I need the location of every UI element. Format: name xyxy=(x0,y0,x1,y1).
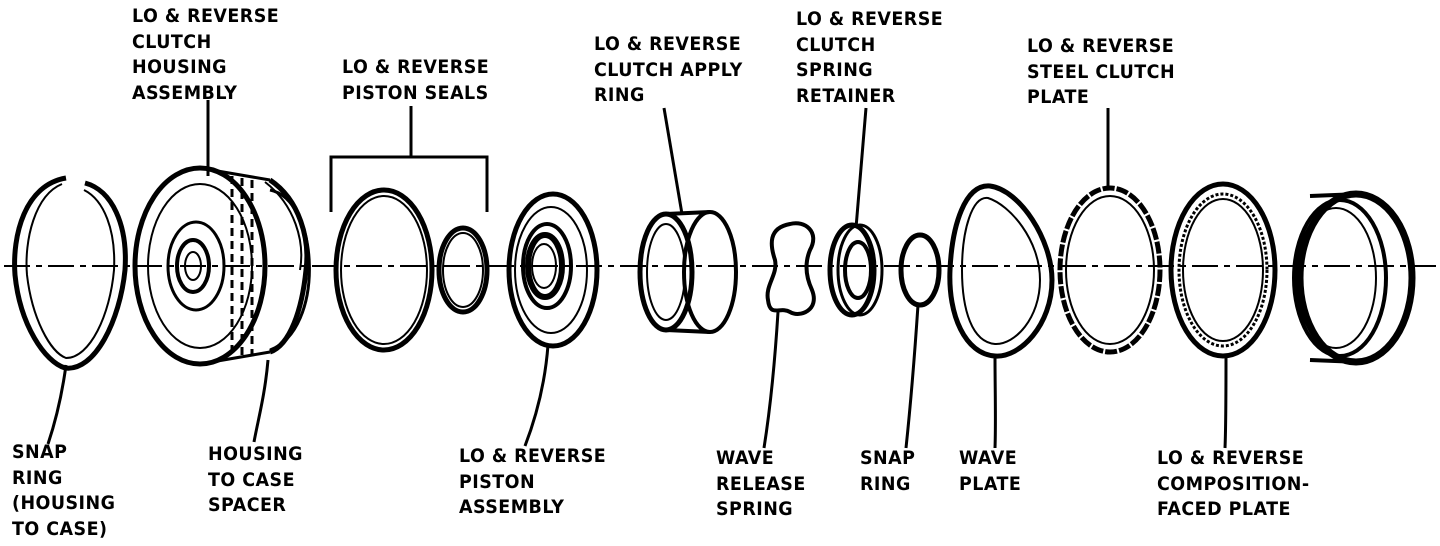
snap-ring-part xyxy=(898,232,942,308)
label-line: SNAP xyxy=(860,447,916,469)
label-line: PISTON SEALS xyxy=(342,81,489,104)
label-housing-spacer: HOUSING TO CASE SPACER xyxy=(208,442,303,519)
label-line: RING xyxy=(860,472,911,495)
label-composition-plate: LO & REVERSE COMPOSITION- FACED PLATE xyxy=(1157,446,1310,523)
label-snap-ring: SNAP RING xyxy=(860,446,915,497)
label-line: COMPOSITION- xyxy=(1157,472,1310,495)
label-piston-seals: LO & REVERSE PISTON SEALS xyxy=(342,55,489,106)
label-steel-plate: LO & REVERSE STEEL CLUTCH PLATE xyxy=(1027,34,1175,111)
label-line: PISTON xyxy=(459,470,536,493)
label-line: TO CASE xyxy=(208,468,295,491)
label-line: LO & REVERSE xyxy=(132,5,280,27)
label-line: RELEASE xyxy=(716,472,806,495)
label-line: SPRING xyxy=(796,59,874,81)
apply-ring-part xyxy=(637,210,738,334)
label-snap-ring-housing: SNAP RING (HOUSING TO CASE) xyxy=(12,440,115,542)
label-line: LO & REVERSE xyxy=(459,445,607,467)
label-line: PLATE xyxy=(959,472,1022,495)
label-line: FACED PLATE xyxy=(1157,498,1291,520)
label-line: CLUTCH APPLY xyxy=(594,58,743,81)
label-line: ASSEMBLY xyxy=(132,81,238,104)
end-plate-part xyxy=(1292,190,1416,366)
steel-plate-part xyxy=(1057,185,1163,355)
piston-seals-part xyxy=(329,155,490,353)
label-line: LO & REVERSE xyxy=(1157,447,1305,469)
label-line: PLATE xyxy=(1027,86,1090,108)
label-line: RING xyxy=(594,84,645,106)
label-line: WAVE xyxy=(716,447,775,469)
label-line: RING xyxy=(12,466,63,489)
label-wave-release-spring: WAVE RELEASE SPRING xyxy=(716,446,806,523)
label-apply-ring: LO & REVERSE CLUTCH APPLY RING xyxy=(594,32,743,109)
label-line: SPACER xyxy=(208,494,287,516)
snap-ring-housing-part xyxy=(12,175,128,371)
label-line: CLUTCH xyxy=(132,30,212,53)
label-line: (HOUSING xyxy=(12,492,116,514)
wave-spring-part xyxy=(765,221,816,316)
piston-assembly-part xyxy=(506,191,600,349)
label-line: SPRING xyxy=(716,498,794,520)
label-piston-assembly: LO & REVERSE PISTON ASSEMBLY xyxy=(459,444,606,521)
label-wave-plate: WAVE PLATE xyxy=(959,446,1021,497)
label-line: HOUSING xyxy=(208,443,303,465)
wave-plate-part xyxy=(947,183,1055,359)
clutch-housing-part xyxy=(132,165,311,367)
spring-retainer-part xyxy=(827,222,884,318)
label-line: LO & REVERSE xyxy=(594,33,742,55)
label-line: SNAP xyxy=(12,441,68,463)
label-line: LO & REVERSE xyxy=(342,56,490,78)
label-line: TO CASE) xyxy=(12,517,108,540)
label-line: HOUSING xyxy=(132,56,227,78)
label-line: LO & REVERSE xyxy=(1027,35,1175,57)
leader-lines xyxy=(46,100,1228,449)
label-line: RETAINER xyxy=(796,84,896,107)
label-clutch-housing: LO & REVERSE CLUTCH HOUSING ASSEMBLY xyxy=(132,4,279,106)
label-line: CLUTCH xyxy=(796,33,876,56)
label-line: STEEL CLUTCH xyxy=(1027,60,1176,83)
label-line: ASSEMBLY xyxy=(459,496,565,518)
label-line: WAVE xyxy=(959,447,1018,469)
label-spring-retainer: LO & REVERSE CLUTCH SPRING RETAINER xyxy=(796,7,943,109)
composition-plate-part xyxy=(1168,181,1278,359)
label-line: LO & REVERSE xyxy=(796,8,944,30)
